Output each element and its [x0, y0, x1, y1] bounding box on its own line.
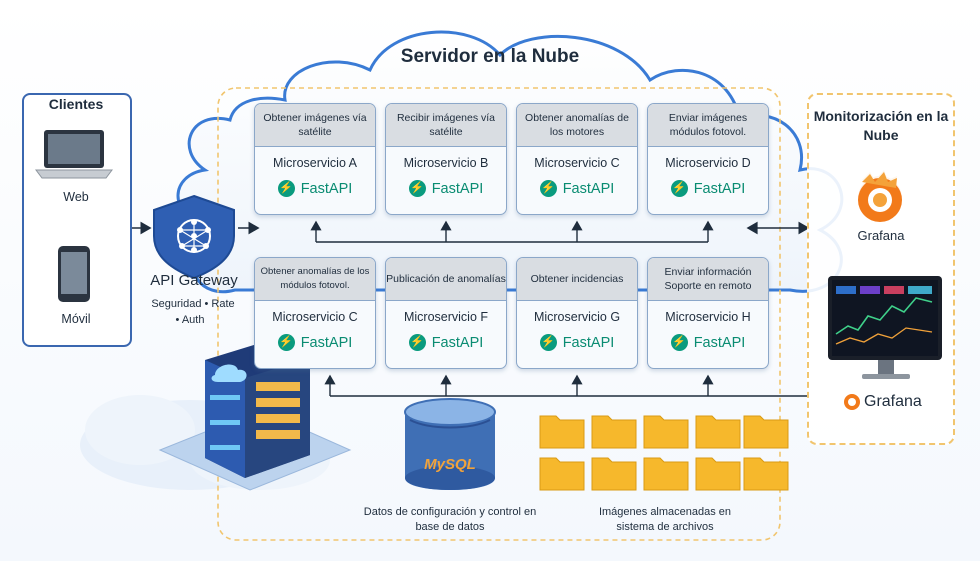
microservice-task: Enviar información Soporte en remoto: [648, 258, 768, 301]
fastapi-badge: ⚡ FastAPI: [648, 180, 768, 197]
web-label: Web: [63, 190, 89, 204]
microservice-name: Microservicio H: [665, 310, 751, 324]
microservice-card-b: Recibir imágenes vía satélite Microservi…: [385, 103, 507, 215]
framework-label: FastAPI: [431, 180, 484, 197]
microservice-name: Microservicio C: [534, 156, 620, 170]
files-caption: Imágenes almacenadas en sistema de archi…: [598, 506, 732, 533]
fastapi-badge: ⚡ FastAPI: [517, 180, 637, 197]
fastapi-badge: ⚡ FastAPI: [386, 334, 506, 351]
grafana-logo-text: Grafana: [864, 393, 922, 410]
microservice-name: Microservicio A: [272, 156, 358, 170]
microservice-card-g: Obtener incidencias Microservicio G ⚡ Fas…: [516, 257, 638, 369]
microservice-card-f: Publicación de anomalías Microservicio F…: [385, 257, 507, 369]
fastapi-bolt-icon: ⚡: [277, 334, 295, 351]
monitoring-panel: [807, 93, 955, 445]
clients-title: Clientes: [48, 96, 104, 112]
api-gateway-label: API Gateway: [150, 272, 238, 289]
fastapi-bolt-icon: ⚡: [408, 180, 426, 197]
fastapi-bolt-icon: ⚡: [539, 334, 557, 351]
monitoring-title: Monitorización en la Nube: [813, 108, 949, 143]
api-gateway-subtitle-line1: Seguridad • Rate: [151, 298, 235, 310]
framework-label: FastAPI: [562, 334, 615, 351]
microservice-card-h: Enviar información Soporte en remoto Mic…: [647, 257, 769, 369]
microservice-card-d: Enviar imágenes módulos fotovol. Microse…: [647, 103, 769, 215]
framework-label: FastAPI: [693, 180, 746, 197]
microservice-name: Microservicio B: [403, 156, 489, 170]
microservice-card-c: Obtener anomalías de los motores Microse…: [516, 103, 638, 215]
framework-label: FastAPI: [431, 334, 484, 351]
fastapi-bolt-icon: ⚡: [277, 180, 295, 197]
folder-icons: [539, 415, 789, 491]
phone-icon: [58, 246, 90, 302]
fastapi-bolt-icon: ⚡: [408, 334, 426, 351]
grafana-small-logo-icon: [844, 394, 860, 410]
client-devices: [35, 130, 113, 302]
framework-label: FastAPI: [562, 180, 615, 197]
monitoring-graphics: [828, 172, 942, 410]
fastapi-bolt-icon: ⚡: [670, 334, 688, 351]
microservice-task: Obtener anomalías de los módulos fotovol…: [255, 258, 375, 301]
mysql-logo-text: MySQL: [424, 456, 476, 473]
fastapi-bolt-icon: ⚡: [670, 180, 688, 197]
framework-label: FastAPI: [693, 334, 746, 351]
fastapi-bolt-icon: ⚡: [539, 180, 557, 197]
framework-label: FastAPI: [300, 334, 353, 351]
fastapi-badge: ⚡ FastAPI: [648, 334, 768, 351]
microservice-task: Obtener anomalías de los motores: [517, 104, 637, 147]
microservice-name: Microservicio F: [403, 310, 489, 324]
microservice-name: Microservicio D: [665, 156, 751, 170]
mysql-database-icon: [404, 398, 496, 490]
microservice-name: Microservicio G: [533, 310, 621, 324]
bottom-row-bus: [324, 374, 808, 397]
laptop-icon: [35, 130, 113, 179]
microservice-task: Recibir imágenes vía satélite: [386, 104, 506, 147]
server-rack-icon: [158, 340, 352, 491]
microservice-task: Enviar imágenes módulos fotovol.: [648, 104, 768, 147]
fastapi-badge: ⚡ FastAPI: [255, 180, 375, 197]
fastapi-badge: ⚡ FastAPI: [386, 180, 506, 197]
database-caption: Datos de configuración y control en base…: [363, 506, 537, 533]
grafana-label: Grafana: [857, 228, 905, 243]
top-row-bus: [310, 220, 714, 243]
grafana-logo-icon: [858, 172, 902, 222]
microservice-name: Microservicio C: [272, 310, 358, 324]
mobile-label: Móvil: [61, 312, 91, 326]
microservice-task: Obtener incidencias: [517, 258, 637, 301]
dashboard-monitor-icon: [828, 276, 942, 379]
fastapi-badge: ⚡ FastAPI: [255, 334, 375, 351]
page-title: Servidor en la Nube: [400, 46, 580, 67]
api-gateway-subtitle-line2: • Auth: [175, 314, 205, 326]
microservice-task: Obtener imágenes vía satélite: [255, 104, 375, 147]
fastapi-badge: ⚡ FastAPI: [517, 334, 637, 351]
microservice-card-a: Obtener imágenes vía satélite Microservi…: [254, 103, 376, 215]
framework-label: FastAPI: [300, 180, 353, 197]
api-gateway-icon: [153, 194, 235, 280]
server-boundary: [217, 87, 781, 541]
microservice-card-c2: Obtener anomalías de los módulos fotovol…: [254, 257, 376, 369]
microservice-task: Publicación de anomalías: [386, 258, 506, 301]
